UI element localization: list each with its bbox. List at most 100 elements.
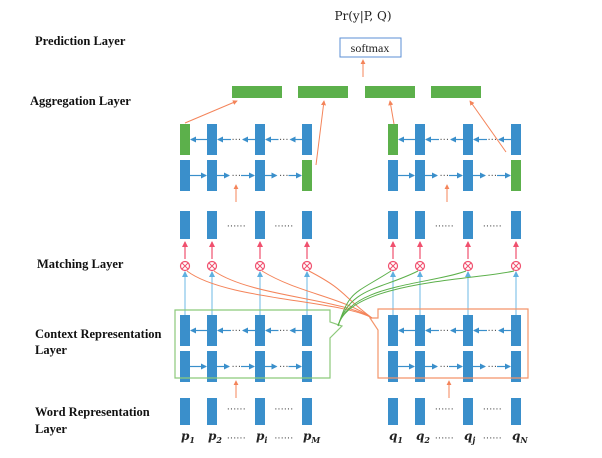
question-multiply-cross xyxy=(416,262,424,270)
ctx-passage-ellipsis: ··· xyxy=(279,361,289,373)
agg-passage-forward-cell xyxy=(302,160,312,191)
agg-passage-ellipsis: ··· xyxy=(279,170,289,182)
question-context-box xyxy=(368,308,529,379)
question-token-subscript: 1 xyxy=(397,435,403,445)
passage-matching-ellipsis: ······ xyxy=(227,220,246,232)
agg-arrow-right-forward xyxy=(469,100,507,153)
agg-question-ellipsis: ··· xyxy=(439,134,449,146)
ctx-question-forward-cell xyxy=(415,351,425,382)
ctx-question-forward-cell xyxy=(511,351,521,382)
agg-passage-ellipsis: ··· xyxy=(279,134,289,146)
passage-token-subscript: 2 xyxy=(215,435,222,445)
ctx-question-ellipsis: ··· xyxy=(487,361,497,373)
agg-arrow-right-backward xyxy=(388,100,395,125)
question-to-passage-match-curve xyxy=(213,270,373,319)
agg-question-forward-cell xyxy=(463,160,473,191)
question-token-label: q1 xyxy=(389,429,403,445)
question-to-passage-match-curve xyxy=(186,270,373,319)
passage-matching-vector xyxy=(255,211,265,239)
question-matching-vector xyxy=(388,211,398,239)
question-multiply-cross xyxy=(464,262,472,270)
output-probability-label: Pr(y|P, Q) xyxy=(334,9,391,23)
aggregation-vector-3 xyxy=(365,86,415,98)
passage-token-subscript: M xyxy=(310,435,321,445)
passage-to-question-match-curve xyxy=(337,270,392,327)
agg-question-backward-cell xyxy=(415,124,425,155)
passage-label-ellipsis: ······ xyxy=(227,432,246,444)
ctx-question-backward-cell xyxy=(463,315,473,346)
agg-question-ellipsis: ··· xyxy=(439,170,449,182)
agg-question-ellipsis: ··· xyxy=(487,134,497,146)
question-word-embedding xyxy=(388,398,398,425)
agg-question-backward-cell xyxy=(511,124,521,155)
ctx-passage-backward-cell xyxy=(255,315,265,346)
agg-passage-backward-cell xyxy=(302,124,312,155)
agg-question-forward-cell xyxy=(511,160,521,191)
agg-passage-forward-cell xyxy=(180,160,190,191)
question-word-ellipsis: ······ xyxy=(435,403,454,415)
passage-word-ellipsis: ······ xyxy=(227,403,246,415)
ctx-passage-backward-cell xyxy=(302,315,312,346)
ctx-passage-backward-cell xyxy=(180,315,190,346)
passage-to-question-match-curve xyxy=(337,270,467,327)
question-token-label: qj xyxy=(464,429,475,445)
passage-token-subscript: i xyxy=(264,435,267,445)
prediction-layer-label: Prediction Layer xyxy=(35,34,126,48)
agg-question-backward-cell xyxy=(463,124,473,155)
question-token-label: qN xyxy=(512,429,528,445)
agg-arrow-left-backward xyxy=(184,100,238,124)
question-matching-ellipsis: ······ xyxy=(483,220,502,232)
agg-question-backward-cell xyxy=(388,124,398,155)
agg-passage-forward-cell xyxy=(207,160,217,191)
passage-matching-vector xyxy=(180,211,190,239)
agg-question-forward-cell xyxy=(388,160,398,191)
passage-multiply-cross xyxy=(303,262,311,270)
passage-multiply-cross xyxy=(208,262,216,270)
question-token-subscript: N xyxy=(519,435,528,445)
passage-multiply-cross xyxy=(256,262,264,270)
matching-layer-label: Matching Layer xyxy=(37,257,124,271)
word-layer-label-line2: Layer xyxy=(35,422,67,436)
agg-passage-backward-cell xyxy=(255,124,265,155)
agg-passage-forward-cell xyxy=(255,160,265,191)
agg-passage-backward-cell xyxy=(207,124,217,155)
softmax-label: softmax xyxy=(351,41,390,55)
agg-passage-ellipsis: ··· xyxy=(231,134,241,146)
ctx-question-backward-cell xyxy=(415,315,425,346)
passage-to-question-match-curve xyxy=(337,270,515,327)
ctx-passage-forward-cell xyxy=(302,351,312,382)
agg-passage-backward-cell xyxy=(180,124,190,155)
question-label-ellipsis: ······ xyxy=(435,432,454,444)
ctx-question-ellipsis: ··· xyxy=(439,325,449,337)
question-multiply-cross xyxy=(512,262,520,270)
aggregation-vector-4 xyxy=(431,86,481,98)
aggregation-vector-2 xyxy=(298,86,348,98)
question-word-embedding xyxy=(463,398,473,425)
question-label-ellipsis: ······ xyxy=(483,432,502,444)
passage-token-label: p2 xyxy=(208,429,222,445)
question-matching-vector xyxy=(511,211,521,239)
context-layer-label-line1: Context Representation xyxy=(35,327,162,341)
passage-context-box xyxy=(174,309,344,379)
question-word-ellipsis: ······ xyxy=(483,403,502,415)
softmax-box xyxy=(339,37,402,58)
agg-passage-ellipsis: ··· xyxy=(231,170,241,182)
passage-word-ellipsis: ······ xyxy=(274,403,293,415)
ctx-question-ellipsis: ··· xyxy=(439,361,449,373)
passage-matching-ellipsis: ······ xyxy=(274,220,293,232)
passage-matching-vector xyxy=(207,211,217,239)
passage-token-label: pi xyxy=(256,429,267,445)
ctx-passage-backward-cell xyxy=(207,315,217,346)
word-layer-label-line1: Word Representation xyxy=(35,405,150,419)
question-word-embedding xyxy=(415,398,425,425)
aggregation-layer-label: Aggregation Layer xyxy=(30,94,131,108)
question-multiply-cross xyxy=(389,262,397,270)
ctx-passage-ellipsis: ··· xyxy=(231,325,241,337)
question-to-passage-match-curve xyxy=(308,270,373,319)
ctx-passage-forward-cell xyxy=(207,351,217,382)
context-layer-label-line2: Layer xyxy=(35,343,67,357)
question-token-label: q2 xyxy=(416,429,430,445)
ctx-question-forward-cell xyxy=(463,351,473,382)
ctx-passage-ellipsis: ··· xyxy=(231,361,241,373)
